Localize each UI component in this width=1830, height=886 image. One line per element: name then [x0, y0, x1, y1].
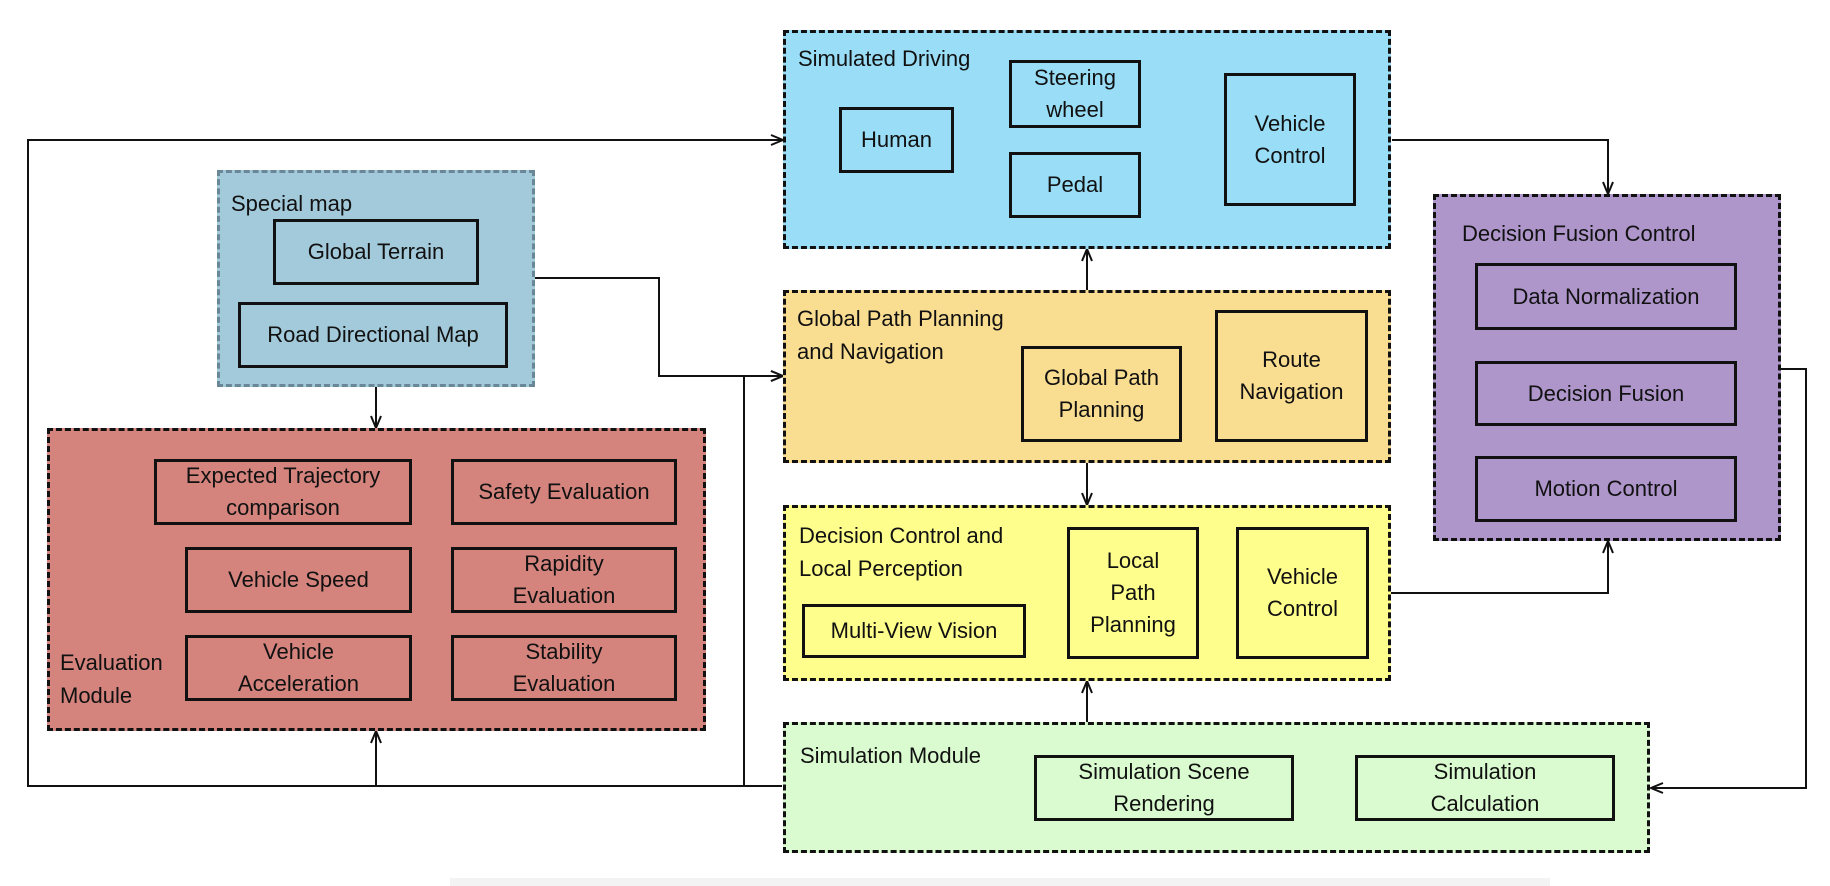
simulation-calculation-box: Simulation Calculation: [1355, 755, 1615, 821]
steering-wheel-box: Steering wheel: [1009, 60, 1141, 128]
connector-vehicle-control-to-fusion: [1392, 139, 1608, 194]
pedal-box: Pedal: [1009, 152, 1141, 218]
decision-fusion-box: Decision Fusion: [1475, 361, 1737, 426]
road-directional-map-box: Road Directional Map: [238, 302, 508, 368]
safety-evaluation-box: Safety Evaluation: [451, 459, 677, 525]
route-navigation-box: Route Navigation: [1215, 310, 1368, 442]
expected-trajectory-box: Expected Trajectory comparison: [154, 459, 412, 525]
data-normalization-box: Data Normalization: [1475, 263, 1737, 330]
global-terrain-box: Global Terrain: [273, 219, 479, 285]
multi-view-vision-box: Multi-View Vision: [802, 604, 1026, 658]
cropped-caption-strip: [450, 878, 1550, 886]
special-map-title: Special map: [231, 191, 353, 216]
connector-fusion-to-simulation: [1651, 368, 1807, 788]
connector-local-vehicle-control-to-fusion: [1369, 541, 1608, 594]
simulated-driving-title: Simulated Driving: [798, 46, 971, 71]
connector-to-global-path: [743, 376, 783, 786]
human-box: Human: [839, 107, 954, 173]
decision-fusion-title: Decision Fusion Control: [1462, 221, 1696, 246]
global-path-planning-box: Global Path Planning: [1021, 346, 1182, 442]
vehicle-acceleration-box: Vehicle Acceleration: [185, 635, 412, 701]
motion-control-box: Motion Control: [1475, 456, 1737, 522]
connector-loop-to-simulated-driving: [27, 140, 783, 787]
vehicle-control-sim-box: Vehicle Control: [1224, 73, 1356, 206]
decision-control-title: Decision Control and Local Perception: [799, 523, 1004, 581]
local-path-planning-box: Local Path Planning: [1067, 527, 1199, 659]
simulation-module-title: Simulation Module: [800, 743, 981, 768]
stability-evaluation-box: Stability Evaluation: [451, 635, 677, 701]
rapidity-evaluation-box: Rapidity Evaluation: [451, 547, 677, 613]
evaluation-module-title: Evaluation Module: [60, 650, 163, 708]
vehicle-control-local-box: Vehicle Control: [1236, 527, 1369, 659]
connector-special-map-to-global-path: [535, 277, 783, 376]
simulation-scene-rendering-box: Simulation Scene Rendering: [1034, 755, 1294, 821]
vehicle-speed-box: Vehicle Speed: [185, 547, 412, 613]
global-path-title: Global Path Planning and Navigation: [797, 306, 1004, 364]
